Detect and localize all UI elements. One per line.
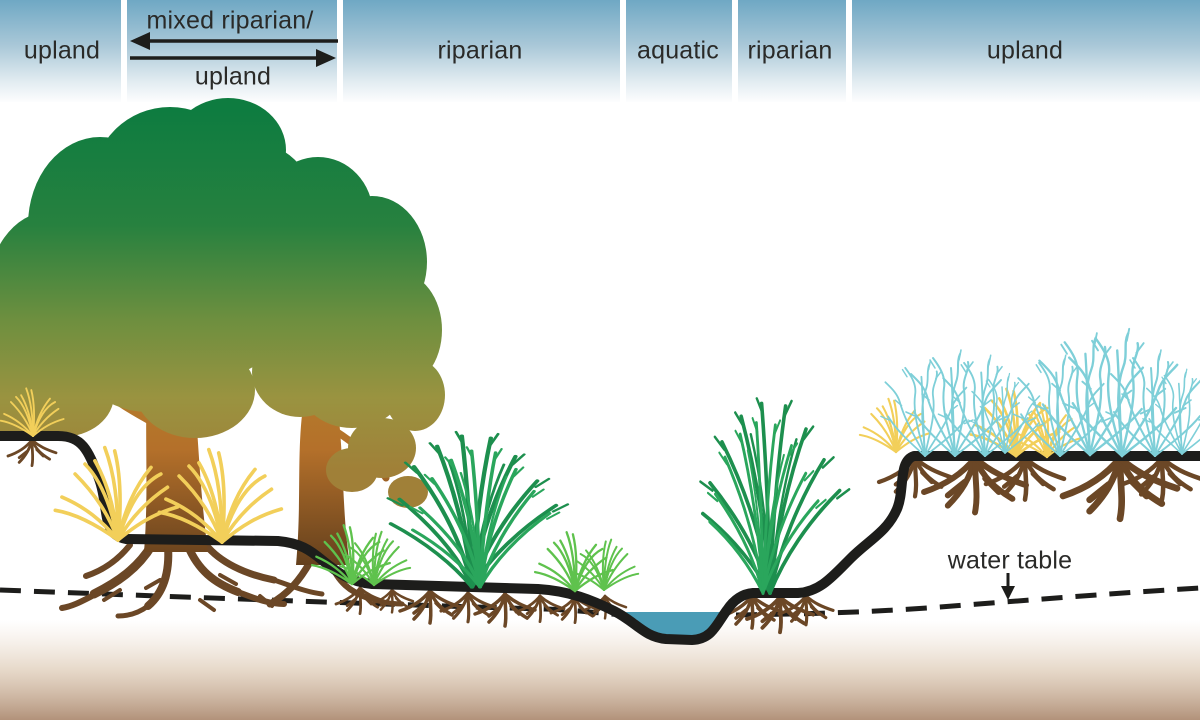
zone-label-mixed-riparian: mixed riparian/ [146,6,314,35]
right-arrow-icon [130,49,336,67]
zone-label-upland-right: upland [986,36,1064,65]
zone-label-riparian-left: riparian [437,36,523,65]
soil-gradient [0,620,1200,720]
zone-label-riparian-right: riparian [747,36,833,65]
zone-label-upland-left: upland [23,36,101,65]
riparian-shrub-right [698,396,852,595]
zone-label-aquatic: aquatic [636,36,720,65]
water-table-arrow-icon [1001,573,1015,600]
upland-cyan-shrubs [880,327,1200,458]
tree-canopy [0,98,445,508]
left-arrow-icon [130,32,338,50]
zone-header-band [0,0,1200,102]
water-table-label: water table [947,546,1073,575]
zone-label-mixed-upland: upland [194,62,272,91]
zone-divider-lines [121,0,852,102]
